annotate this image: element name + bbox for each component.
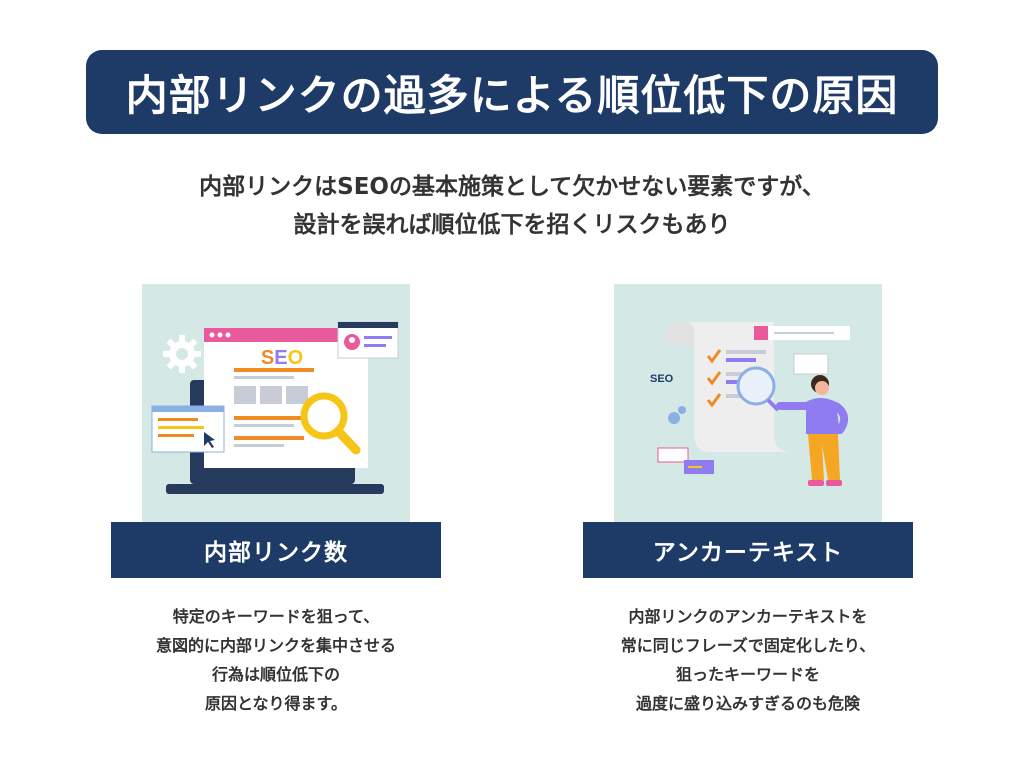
person-figure [776, 375, 849, 486]
desc-line: 特定のキーワードを狙って、 [172, 607, 380, 626]
desc-line: 意図的に内部リンクを集中させる [155, 636, 396, 655]
desc-line: 常に同じフレーズで固定化したり、 [620, 636, 876, 655]
desc-line: 狙ったキーワードを [675, 665, 820, 684]
seo-illustration-text: SEO [261, 347, 303, 369]
intro-line-2: 設計を誤れば順位低下を招くリスクもあり [293, 212, 731, 238]
desc-line: 行為は順位低下の [211, 665, 340, 684]
card-label-anchor-text: アンカーテキスト [583, 522, 913, 578]
desc-line: 過度に盛り込みすぎるのも危険 [635, 694, 860, 713]
checklist-person-illustration: SEO [614, 284, 882, 524]
desc-line: 原因となり得ます。 [205, 694, 347, 713]
intro-line-1: 内部リンクはSEOの基本施策として欠かせない要素ですが、 [199, 174, 825, 200]
intro-text: 内部リンクはSEOの基本施策として欠かせない要素ですが、 設計を誤れば順位低下を… [80, 168, 944, 244]
card-description: 特定のキーワードを狙って、 意図的に内部リンクを集中させる 行為は順位低下の 原… [91, 602, 461, 718]
seo-laptop-illustration: SEO [142, 284, 410, 524]
magnifier-icon [300, 392, 361, 455]
gear-icon [668, 406, 686, 424]
card-label-text: アンカーテキスト [652, 540, 844, 566]
desc-line: 内部リンクのアンカーテキストを [628, 607, 868, 626]
title-banner: 内部リンクの過多による順位低下の原因 [86, 50, 938, 134]
card-label-internal-link-count: 内部リンク数 [111, 522, 441, 578]
gear-icon [163, 335, 201, 373]
magnifier-icon [736, 366, 780, 412]
card-label-text: 内部リンク数 [204, 540, 348, 566]
page-title: 内部リンクの過多による順位低下の原因 [125, 70, 899, 120]
seo-tag-text: SEO [650, 373, 674, 385]
card-description: 内部リンクのアンカーテキストを 常に同じフレーズで固定化したり、 狙ったキーワー… [563, 602, 933, 718]
